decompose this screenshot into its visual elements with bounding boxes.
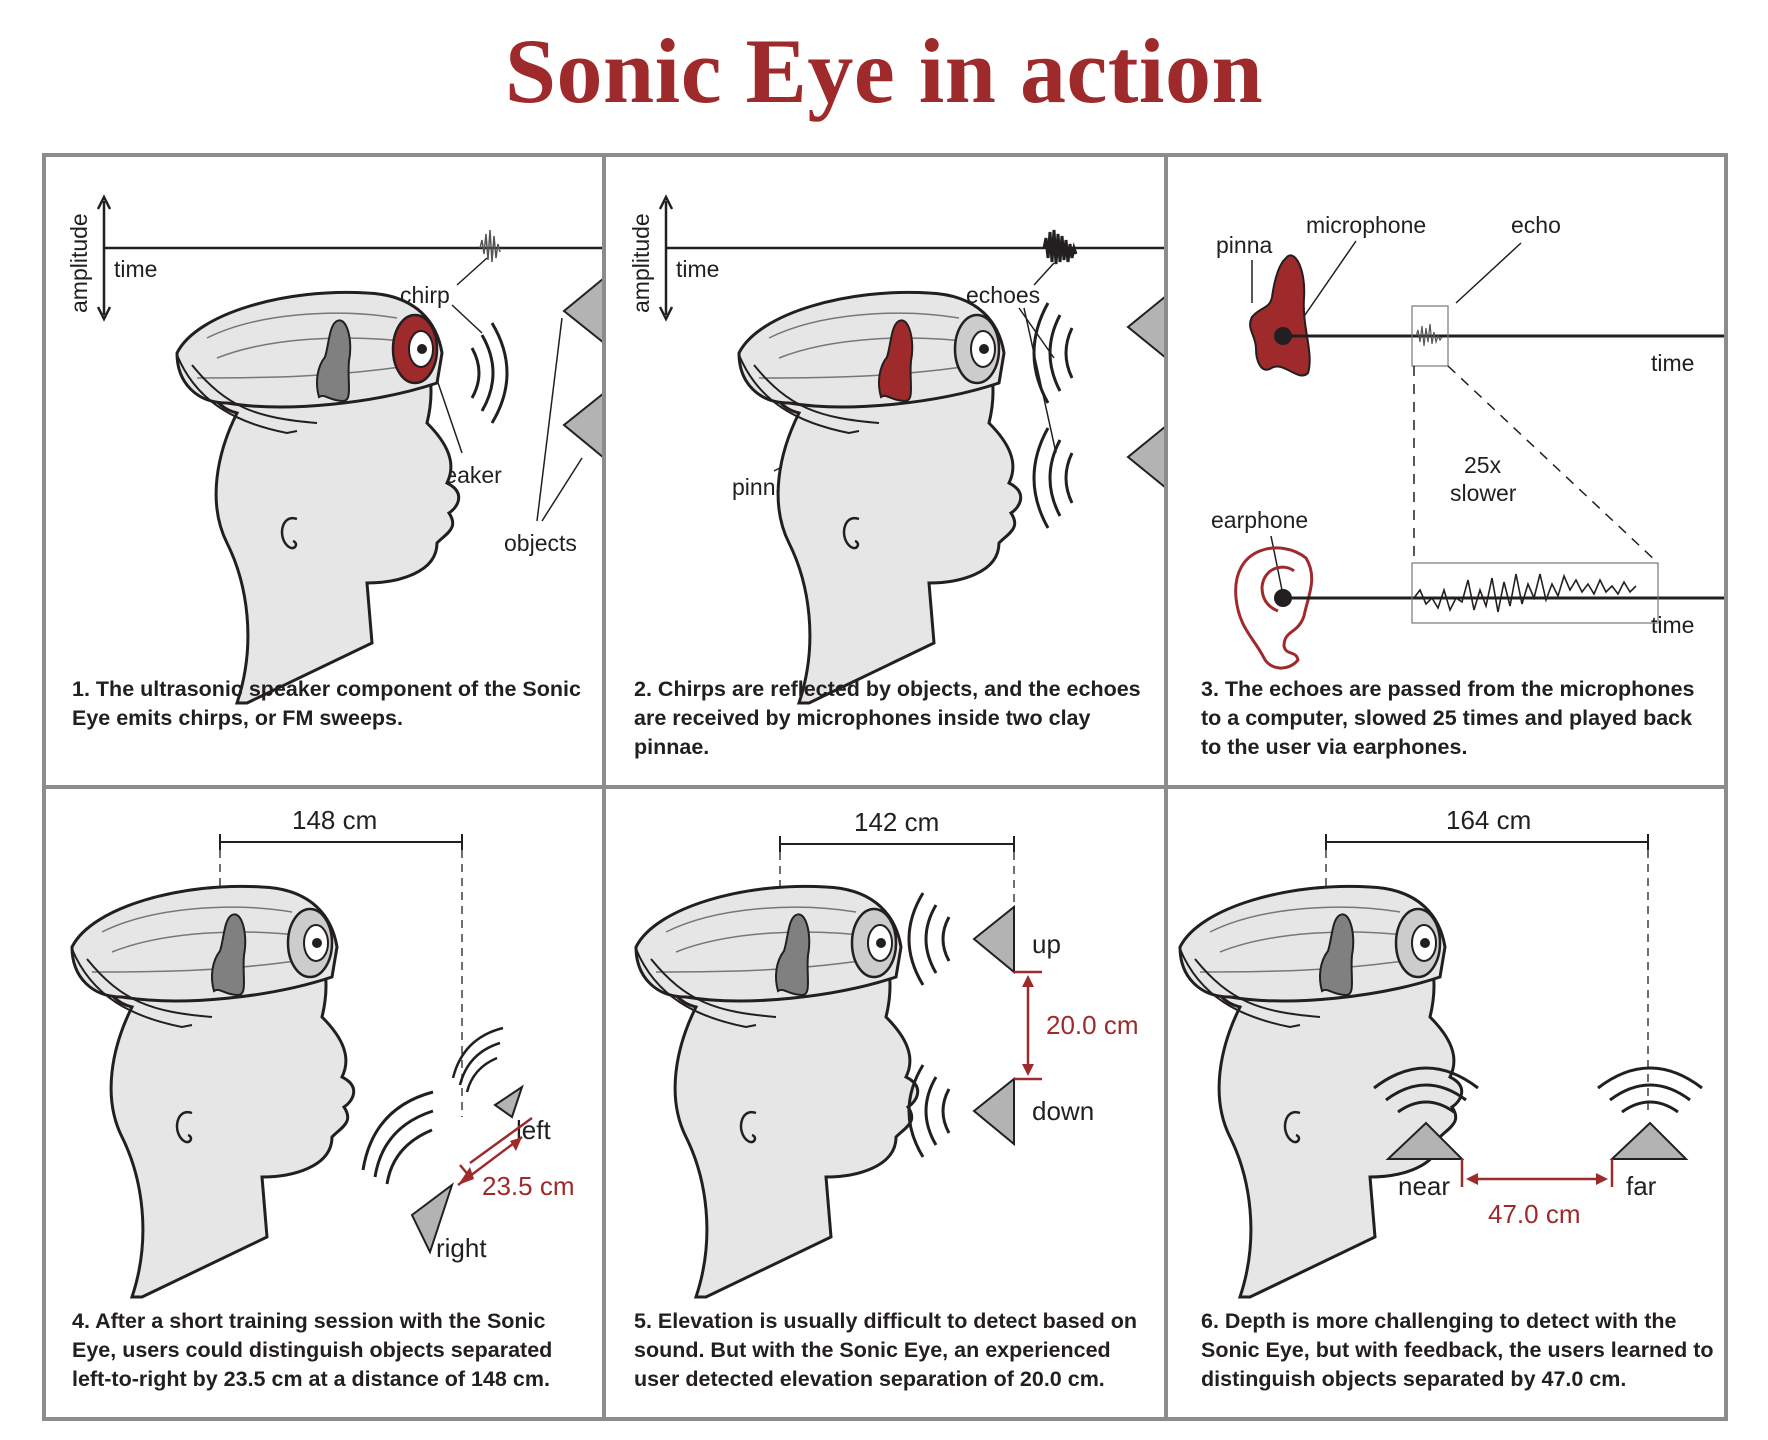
panel-6-illustration: 164 cm near [1178, 805, 1703, 1299]
caption-6: 6. Depth is more challenging to detect w… [1201, 1309, 1714, 1391]
panel-3: pinna microphone echo time 25x slower ea… [1166, 153, 1728, 787]
panel-6: 164 cm near [1166, 787, 1728, 1421]
separation-label: 47.0 cm [1488, 1199, 1581, 1229]
object-up [972, 904, 1015, 975]
separation-label: 23.5 cm [482, 1171, 575, 1201]
slowed-echo-waveform [1413, 573, 1637, 613]
earphone-label: earphone [1211, 507, 1308, 533]
object-near [1385, 1121, 1465, 1160]
time-label: time [676, 256, 719, 282]
right-label: right [436, 1233, 487, 1263]
object-far [1609, 1121, 1689, 1160]
pinna-shape [211, 913, 247, 997]
panel-5-illustration: 142 cm up [634, 807, 1139, 1299]
echo-label: echo [1511, 212, 1561, 238]
slowdown-label-1: 25x [1464, 452, 1502, 478]
far-label: far [1626, 1171, 1657, 1201]
caption-3: 3. The echoes are passed from the microp… [1201, 677, 1695, 759]
distance-label: 148 cm [292, 805, 377, 835]
caption-1: 1. The ultrasonic speaker component of t… [72, 677, 581, 730]
chirp-waveform [479, 229, 501, 263]
down-label: down [1032, 1096, 1094, 1126]
frame-bottom [42, 1417, 1728, 1421]
object-triangle-top [562, 276, 604, 345]
time-top-label: time [1651, 350, 1694, 376]
echo-waveform [1415, 323, 1443, 347]
page-title: Sonic Eye in action [504, 20, 1264, 122]
frame-col-2 [1164, 153, 1168, 1421]
panel-3-illustration: pinna microphone echo time 25x slower ea… [1211, 212, 1728, 670]
object-left [493, 1084, 524, 1119]
pinna-shape [878, 319, 914, 403]
object-right [410, 1182, 454, 1255]
time-label: time [114, 256, 157, 282]
pinna-shape [1319, 913, 1355, 997]
caption-5: 5. Elevation is usually difficult to det… [634, 1309, 1137, 1391]
frame-top [42, 153, 1728, 157]
panel-4: 148 cm left [42, 787, 604, 1421]
panel-5: 142 cm up [604, 787, 1166, 1421]
frame-left [42, 153, 46, 1421]
object-down [972, 1076, 1015, 1147]
panel-1: amplitude time chirp objects speaker [42, 153, 604, 787]
pinna-shape [775, 913, 811, 997]
caption-4: 4. After a short training session with t… [72, 1309, 553, 1391]
echoes-label: echoes [966, 282, 1040, 308]
amplitude-label: amplitude [66, 213, 92, 313]
left-label: left [516, 1115, 551, 1145]
panel-4-illustration: 148 cm left [70, 805, 575, 1299]
panel-1-illustration: amplitude time chirp objects speaker [66, 194, 604, 705]
echoes-waveform [1042, 229, 1078, 265]
distance-label: 164 cm [1446, 805, 1531, 835]
ear-icon [1234, 546, 1314, 670]
panel-grid: amplitude time chirp objects speaker [42, 153, 1728, 1421]
panel-2-illustration: amplitude time echoes pinna [628, 194, 1166, 705]
separation-label: 20.0 cm [1046, 1010, 1139, 1040]
panel-2: amplitude time echoes pinna [604, 153, 1166, 787]
caption-2: 2. Chirps are reflected by objects, and … [634, 677, 1141, 759]
up-label: up [1032, 929, 1061, 959]
frame-right [1724, 153, 1728, 1421]
pinna-icon [1249, 254, 1311, 377]
near-label: near [1398, 1171, 1450, 1201]
object-triangle-bottom [1126, 424, 1166, 490]
amplitude-label: amplitude [628, 213, 654, 313]
pinna-label: pinna [1216, 232, 1272, 258]
frame-middle [42, 785, 1728, 789]
object-triangle-top [1126, 294, 1166, 360]
object-triangle-bottom [562, 391, 604, 460]
microphone-label: microphone [1306, 212, 1426, 238]
frame-col-1 [602, 153, 606, 1421]
distance-label: 142 cm [854, 807, 939, 837]
pinna-shape [316, 319, 352, 403]
slowdown-label-2: slower [1450, 480, 1517, 506]
objects-label: objects [504, 530, 577, 556]
